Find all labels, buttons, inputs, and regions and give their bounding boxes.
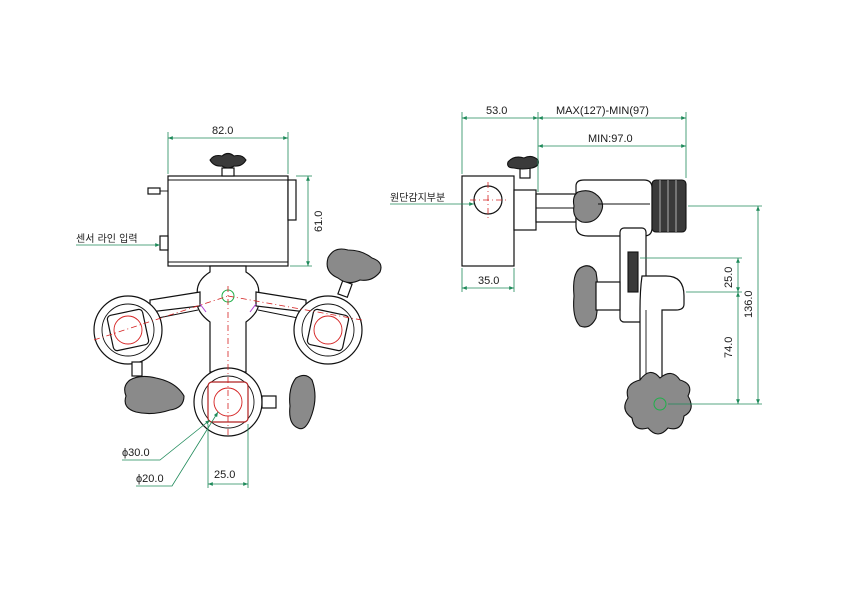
detection-block xyxy=(461,175,515,267)
centerline-right xyxy=(227,295,363,321)
dim-range-label: MAX(127)-MIN(97) xyxy=(556,105,649,117)
bottom-star-knob-icon xyxy=(624,371,692,435)
clamp-left xyxy=(93,295,163,365)
dim-v-total-label: 136.0 xyxy=(743,290,755,318)
dim-top-left-label: 53.0 xyxy=(486,105,507,117)
right-knob-icon xyxy=(326,248,382,284)
center-hub xyxy=(196,265,260,373)
dim-width-label: 82.0 xyxy=(212,125,233,137)
detection-area-label: 원단감지부분 xyxy=(390,192,445,204)
clamp-right xyxy=(293,295,363,365)
housing-side-cap xyxy=(287,179,297,221)
arm-right xyxy=(255,291,307,313)
arm-right-outer xyxy=(257,309,299,319)
dim-inner-diameter-leader xyxy=(136,411,219,487)
dim-inner-diameter-label: ϕ20.0 xyxy=(136,473,164,485)
arm-left-outer xyxy=(157,309,199,319)
dim-v-mid-label: 74.0 xyxy=(723,337,735,358)
adjust-dial xyxy=(651,179,687,233)
arm-left xyxy=(149,291,201,313)
clamp-bottom xyxy=(193,367,263,437)
left-knob-stem xyxy=(131,361,143,377)
pillar-knob-icon xyxy=(573,265,599,328)
dim-block-width-label: 35.0 xyxy=(478,275,499,287)
dim-min-label: MIN:97.0 xyxy=(588,133,633,145)
dim-outer-diameter-label: ϕ30.0 xyxy=(122,447,150,459)
sensor-left-tab xyxy=(147,187,161,195)
sensor-housing xyxy=(167,175,289,267)
right-knob-stem xyxy=(337,279,353,299)
arm-clamp-knob-icon xyxy=(572,190,604,223)
pillar-slot xyxy=(627,251,639,293)
dim-outer-diameter-leader xyxy=(122,419,211,461)
bottom-marker-icon xyxy=(653,397,667,411)
dim-bottom-width-label: 25.0 xyxy=(214,469,235,481)
block-knob-icon xyxy=(507,155,539,170)
dim-height-label: 61.0 xyxy=(313,211,325,232)
detection-block-side xyxy=(513,189,537,231)
connection-mark-left xyxy=(199,303,207,313)
top-knob-stem xyxy=(221,167,235,177)
right-view: 53.0 MAX(127)-MIN(97) MIN:97.0 원단감지부분 35… xyxy=(390,105,762,435)
bottom-knob-icon xyxy=(289,374,316,430)
dim-v-small-label: 25.0 xyxy=(723,267,735,288)
bottom-knob-stem xyxy=(261,395,277,409)
left-knob-icon xyxy=(124,375,185,415)
connection-mark-right xyxy=(249,303,257,313)
lower-arm xyxy=(639,275,685,385)
sensor-input-label: 센서 라인 입력 xyxy=(76,232,138,245)
centerline-left xyxy=(93,295,229,341)
left-view: 82.0 61.0 센서 라인 입력 ϕ30.0 ϕ20.0 25.0 xyxy=(76,125,382,488)
sensor-connector xyxy=(159,235,169,251)
top-knob-icon xyxy=(209,152,247,169)
